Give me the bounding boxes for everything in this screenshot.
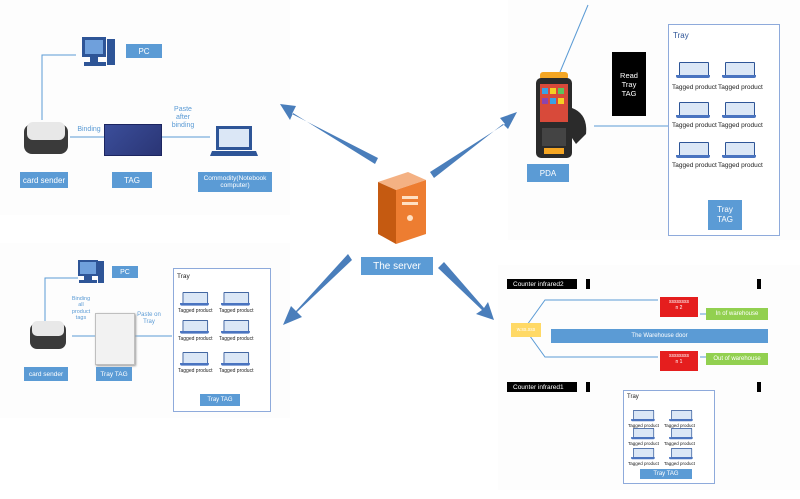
tray-tag-box-label: Tray TAG [200, 394, 240, 406]
tray-tag-label: Tray TAG [96, 367, 132, 381]
laptop-icon [676, 62, 710, 79]
laptop-icon [631, 428, 655, 440]
pc-label: PC [112, 266, 138, 278]
laptop-icon [722, 62, 756, 79]
sensor-marker [757, 382, 761, 392]
product-label: Tagged product [718, 162, 763, 169]
product-label: Tagged product [664, 441, 696, 446]
laptop-icon [180, 320, 209, 334]
laptop-icon [722, 142, 756, 159]
in-of-warehouse-label: In of warehouse [706, 308, 768, 320]
laptop-icon [210, 124, 258, 158]
tray-tag-label: Tray TAG [708, 200, 742, 230]
laptop-icon [221, 320, 250, 334]
card-sender-icon [28, 318, 68, 352]
product-label: Tagged product [672, 162, 717, 169]
laptop-icon [676, 142, 710, 159]
tray-title: Tray [627, 394, 639, 400]
pc-icon [80, 35, 116, 73]
arrow-down-left [283, 254, 352, 325]
binding-label: Binding [77, 126, 101, 133]
laptop-icon [221, 352, 250, 366]
card-sender-icon [22, 118, 72, 158]
arrow-down-right [438, 262, 494, 320]
laptop-icon [676, 102, 710, 119]
paste-on-tray-label: Paste on Tray [137, 312, 161, 325]
card-sender-label: card sender [24, 367, 68, 381]
card-sender-label: card sender [20, 172, 68, 188]
product-label: Tagged product [219, 308, 254, 314]
binding-all-product-tags-label: Binding all product tags [71, 296, 91, 321]
pc-icon [76, 258, 106, 290]
tray-title: Tray [177, 273, 190, 280]
paste-after-binding-label: Paste after binding [171, 106, 195, 130]
server-icon [374, 170, 430, 246]
red-indicator-bottom: ssssssss n 1 [660, 351, 698, 371]
read-tray-tag-box: Read Tray TAG [612, 52, 646, 116]
product-label: Tagged product [672, 122, 717, 129]
out-of-warehouse-label: Out of warehouse [706, 353, 768, 365]
product-label: Tagged product [219, 336, 254, 342]
product-label: Tagged product [672, 84, 717, 91]
tag-label: TAG [112, 172, 152, 188]
laptop-icon [180, 292, 209, 306]
tray-title: Tray [673, 31, 689, 40]
product-label: Tagged product [178, 308, 213, 314]
laptop-icon [180, 352, 209, 366]
product-label: Tagged product [718, 84, 763, 91]
yellow-reader-box: w.ss.sss [511, 323, 541, 337]
pda-icon [528, 68, 592, 164]
warehouse-door-bar: The Warehouse door [551, 329, 768, 343]
sensor-marker [586, 382, 590, 392]
arrow-up-left [280, 104, 378, 164]
counter-infrared1-bar: Counter infrared1 [507, 382, 577, 392]
product-label: Tagged product [628, 423, 660, 428]
laptop-icon [669, 428, 693, 440]
product-label: Tagged product [219, 368, 254, 374]
laptop-icon [221, 292, 250, 306]
tray-tag-card-icon [95, 313, 135, 365]
product-label: Tagged product [628, 441, 660, 446]
pda-label: PDA [527, 164, 569, 182]
product-label: Tagged product [664, 423, 696, 428]
sensor-marker [757, 279, 761, 289]
red-indicator-top: ssssssss n 2 [660, 297, 698, 317]
commodity-label: Commodity(Notebook computer) [198, 172, 272, 192]
arrow-up-right [430, 112, 517, 178]
product-label: Tagged product [664, 461, 696, 466]
laptop-icon [631, 448, 655, 460]
product-label: Tagged product [718, 122, 763, 129]
laptop-icon [669, 448, 693, 460]
sensor-marker [586, 279, 590, 289]
laptop-icon [722, 102, 756, 119]
server-label: The server [361, 257, 433, 275]
product-label: Tagged product [178, 336, 213, 342]
tag-icon [104, 124, 162, 156]
tray-tag-label: Tray TAG [640, 469, 692, 479]
laptop-icon [631, 410, 655, 422]
counter-infrared2-bar: Counter infrared2 [507, 279, 577, 289]
laptop-icon [669, 410, 693, 422]
product-label: Tagged product [628, 461, 660, 466]
pc-label: PC [126, 44, 162, 58]
product-label: Tagged product [178, 368, 213, 374]
